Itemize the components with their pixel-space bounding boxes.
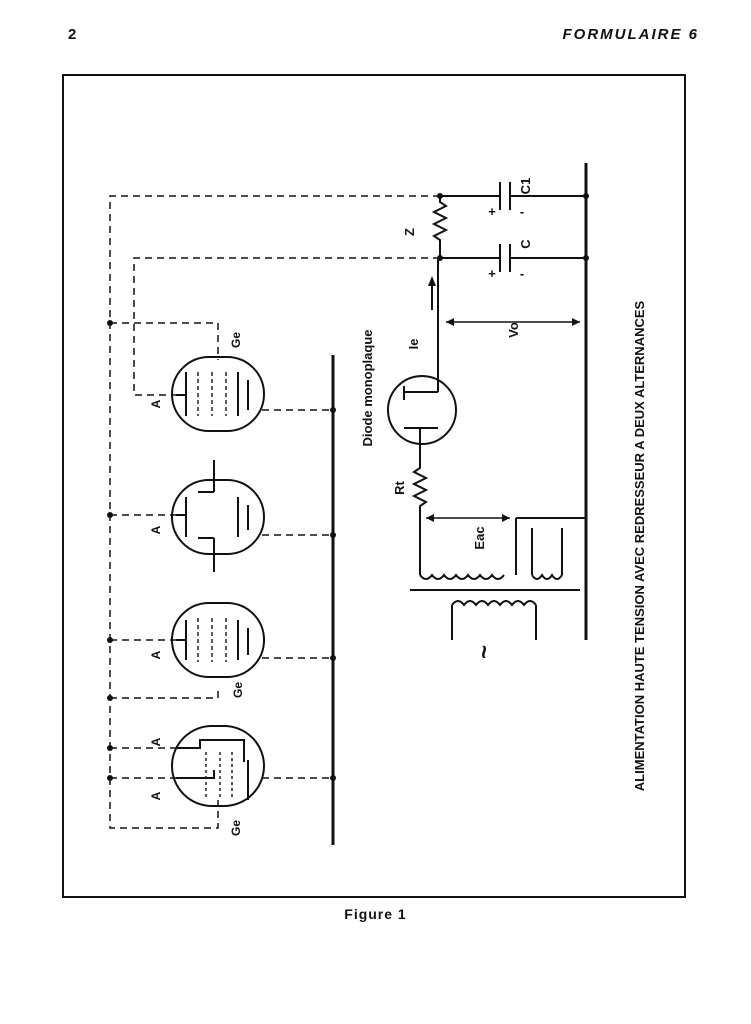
figure-title: ALIMENTATION HAUTE TENSION AVEC REDRESSE… (632, 300, 647, 791)
tube-3 (171, 602, 265, 678)
c1-label: C1 (518, 178, 533, 195)
page-number: 2 (68, 26, 77, 43)
c-plus: + (488, 266, 496, 281)
z-label: Z (402, 228, 417, 236)
tube1-anode-label: A (149, 399, 163, 408)
c1-plus: + (488, 204, 496, 219)
ie-label: Ie (406, 339, 421, 350)
eac-label: Eac (472, 526, 487, 549)
eac-dimension (426, 514, 510, 522)
ac-source-symbol: ~ (471, 645, 498, 659)
running-title: FORMULAIRE 6 (562, 26, 699, 43)
figure-caption: Figure 1 (344, 906, 407, 922)
tube4-anode-b-label: A (149, 791, 163, 800)
tube3-grid-label: Ge (231, 682, 245, 698)
figure-frame (62, 74, 686, 898)
capacitor-c1 (440, 182, 586, 210)
tube4-grid-label: Ge (229, 820, 243, 836)
capacitor-c (440, 244, 586, 272)
tube4-anode-a-label: A (149, 737, 163, 746)
rt-label: Rt (392, 480, 407, 494)
dashed-wiring (109, 195, 440, 829)
rt-resistor (411, 444, 429, 575)
vo-dimension (446, 318, 580, 326)
tube-4 (171, 725, 265, 807)
tube2-anode-label: A (149, 525, 163, 534)
c-label: C (518, 239, 533, 249)
tube3-anode-label: A (149, 650, 163, 659)
tube-2 (171, 460, 265, 572)
ie-arrow (428, 276, 436, 310)
vo-label: Vo (506, 322, 521, 338)
c-minus: - (520, 266, 524, 281)
c1-minus: - (520, 204, 524, 219)
diode-label: Diode monoplaque (360, 330, 375, 447)
tube-1 (171, 356, 265, 432)
transformer (410, 517, 586, 640)
rectifier-diode (387, 375, 457, 445)
junction-dots (107, 193, 589, 781)
z-resistor (431, 196, 449, 258)
tube1-grid-label: Ge (229, 332, 243, 348)
